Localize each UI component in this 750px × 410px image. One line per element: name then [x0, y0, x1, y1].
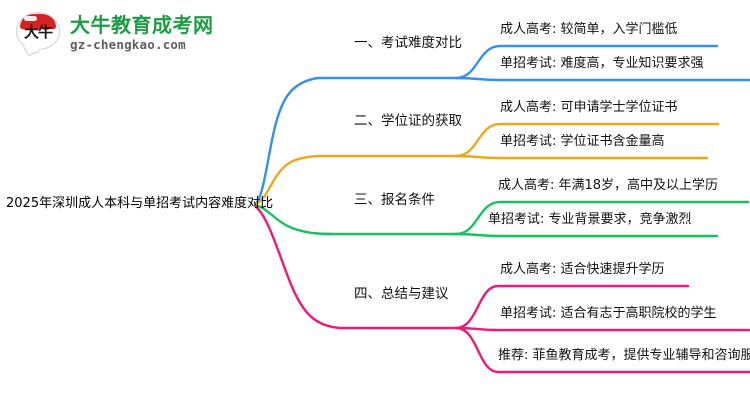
- leaf-label-3-2: 单招考试: 专业背景要求，竞争激烈: [488, 212, 692, 227]
- branch-label-4: 四、总结与建议: [354, 286, 449, 302]
- leaf-label-4-3: 推荐: 菲鱼教育成考，提供专业辅导和咨询服务: [498, 348, 750, 363]
- mindmap-root-label: 2025年深圳成人本科与单招考试内容难度对比: [6, 196, 274, 211]
- logo-speech-bubble-icon: 大牛: [14, 10, 62, 56]
- logo-mark-text: 大牛: [23, 23, 53, 41]
- leaf-label-1-1: 成人高考: 较简单，入学门槛低: [500, 22, 678, 37]
- leaf-label-2-1: 成人高考: 可申请学士学位证书: [500, 100, 678, 115]
- leaf-label-3-1: 成人高考: 年满18岁，高中及以上学历: [498, 178, 719, 193]
- branch-4-leaf-2-connector: [454, 326, 750, 332]
- branch-2-trunk: [253, 154, 458, 206]
- branch-3-trunk: [253, 203, 458, 236]
- branch-4-leaf-1-connector: [454, 284, 690, 330]
- logo-red-dot: [42, 20, 50, 30]
- branch-4-trunk: [253, 204, 458, 330]
- leaf-label-4-2: 单招考试: 适合有志于高职院校的学生: [500, 306, 717, 321]
- logo-cap-highlight: [24, 16, 37, 21]
- leaf-label-1-2: 单招考试: 难度高，专业知识要求强: [500, 56, 704, 71]
- site-logo[interactable]: 大牛 大牛教育成考网 gz-chengkao.com: [14, 8, 213, 58]
- leaf-label-4-1: 成人高考: 适合快速提升学历: [500, 262, 665, 277]
- branch-3-leaf-2-connector: [454, 232, 719, 238]
- branch-1-leaf-2-connector: [454, 76, 750, 82]
- branch-label-2: 二、学位证的获取: [354, 113, 462, 129]
- logo-wordmark: 大牛教育成考网 gz-chengkao.com: [70, 15, 214, 52]
- branch-4-leaf-3-connector: [454, 326, 750, 374]
- branch-2-leaf-2-connector: [454, 154, 709, 160]
- leaf-label-2-2: 单招考试: 学位证书含金量高: [500, 134, 665, 149]
- branch-1-trunk: [253, 76, 458, 206]
- logo-domain: gz-chengkao.com: [70, 36, 186, 52]
- branch-label-1: 一、考试难度对比: [354, 35, 462, 51]
- logo-title: 大牛教育成考网: [70, 12, 214, 37]
- branch-label-3: 三、报名条件: [354, 192, 435, 208]
